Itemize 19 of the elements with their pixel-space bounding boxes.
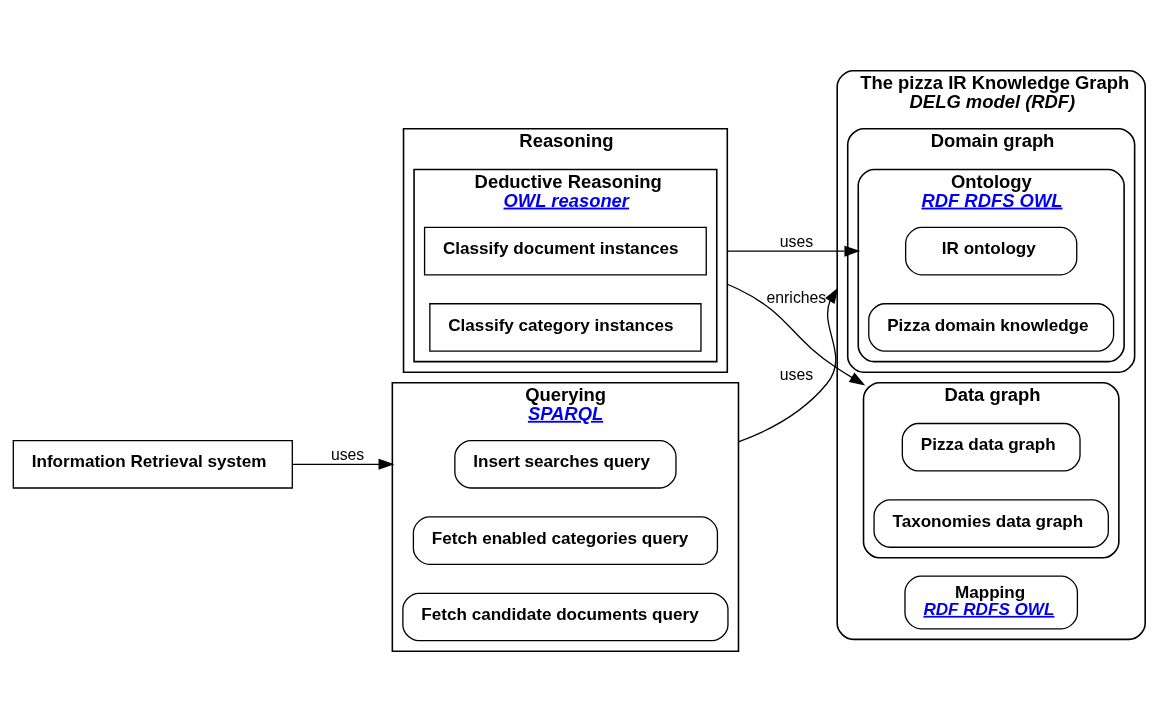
node-box: Classify document instances	[423, 226, 707, 276]
arrow	[737, 287, 839, 443]
node-box: Pizza domain knowledge	[868, 303, 1115, 352]
edge-label: uses	[779, 365, 814, 383]
node-box: IR ontology	[905, 226, 1078, 276]
arrow	[726, 283, 866, 386]
node-box: Taxonomies data graph	[873, 499, 1109, 548]
node-box: Classify category instances	[429, 303, 702, 352]
edge-label: uses	[330, 445, 365, 463]
edge-label: uses	[779, 232, 814, 250]
arrow	[291, 458, 395, 470]
node-box: Fetch candidate documents query	[402, 592, 729, 642]
node-box: Insert searches query	[454, 439, 677, 489]
arrow	[726, 245, 861, 257]
node-box: Fetch enabled categories query	[412, 516, 719, 565]
node-box: Pizza data graph	[901, 422, 1081, 472]
node-box: Information Retrieval system	[12, 439, 293, 489]
node-box: Mapping RDF RDFS OWL	[904, 575, 1079, 630]
edge-label: enriches	[766, 289, 827, 307]
